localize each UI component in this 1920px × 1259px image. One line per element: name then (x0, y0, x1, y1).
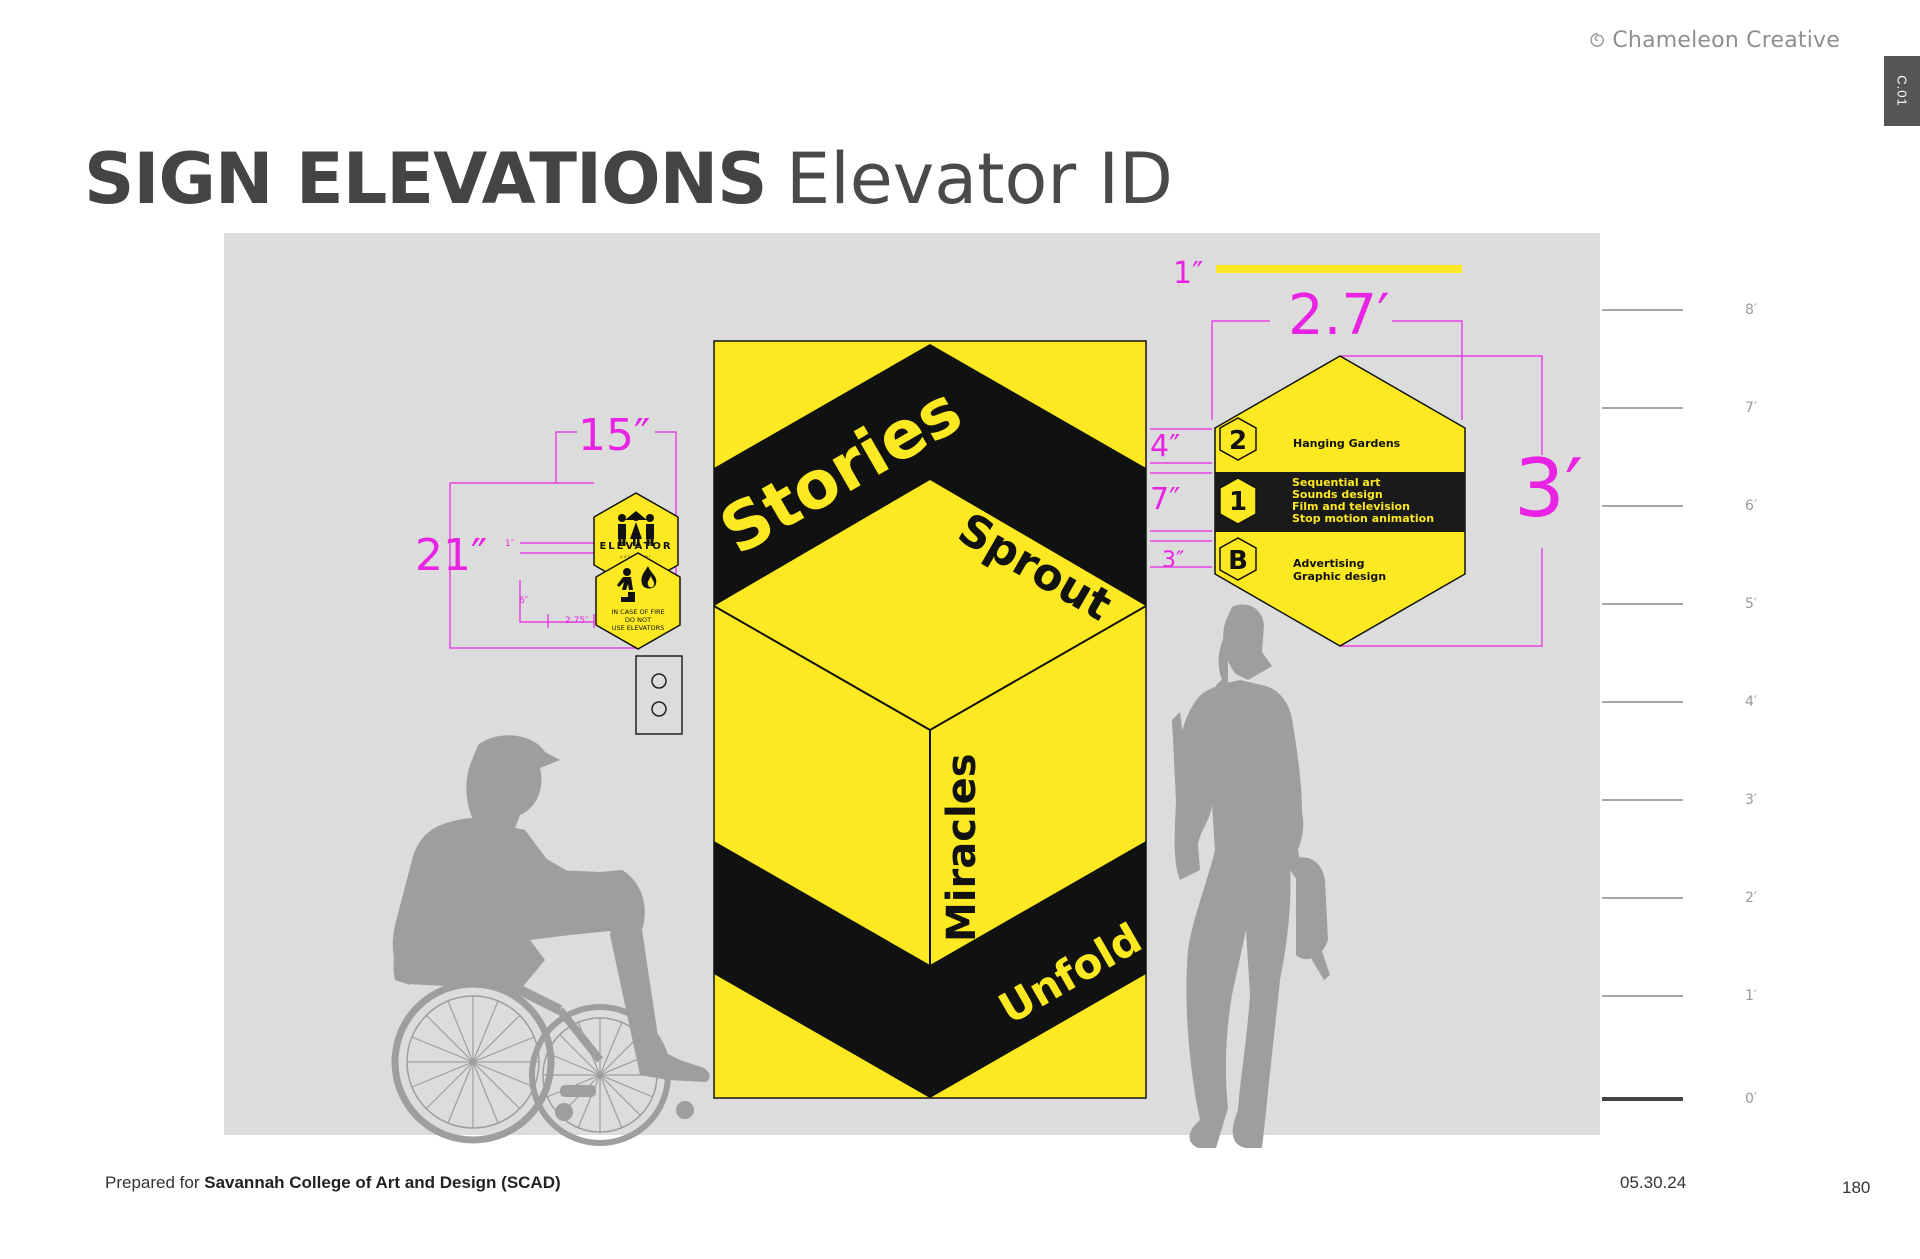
page-title: SIGN ELEVATIONS Elevator ID (84, 138, 1173, 220)
dimension-elevator-height: 21″ (415, 530, 487, 581)
id-sign-dimension-lines (1150, 320, 1543, 647)
brand-name: Chameleon Creative (1612, 27, 1840, 53)
floor-1-dept: Film and television (1292, 500, 1410, 513)
brand-lockup: Chameleon Creative (1590, 18, 1840, 62)
fire-hex-sign: IN CASE OF FIRE DO NOT USE ELEVATORS (595, 552, 681, 650)
scale-tick-label: 4′ (1745, 694, 1757, 710)
people-icon (618, 513, 654, 546)
dimension-elevator-small-a: 1″ (505, 539, 515, 549)
floor-b-dept: Graphic design (1293, 570, 1386, 583)
fire-sign-line3: USE ELEVATORS (612, 624, 665, 632)
dimension-row2-height: 7″ (1150, 482, 1180, 517)
section-tab: C.01 (1884, 56, 1920, 126)
scale-tick-label: 6′ (1745, 498, 1757, 514)
dimension-row1-height: 4″ (1150, 429, 1180, 464)
scale-tick-label: 2′ (1745, 890, 1757, 906)
scale-tick-label: 3′ (1745, 792, 1757, 808)
fire-stairs-icon (614, 566, 657, 602)
floor-number-1: 1 (1229, 487, 1247, 517)
dimension-row3-height: 3″ (1162, 548, 1184, 573)
scale-tick-label: 5′ (1745, 596, 1757, 612)
call-button-plate (635, 655, 683, 735)
footer-client: Savannah College of Art and Design (SCAD… (204, 1173, 561, 1192)
swirl-logo-icon (1590, 33, 1605, 47)
scale-tick-label: 1′ (1745, 988, 1757, 1004)
floor-badge-b (1219, 537, 1257, 581)
floor-1-dept: Sounds design (1292, 488, 1383, 501)
dimension-elevator-width: 15″ (578, 410, 650, 461)
footer-prepared-for: Prepared for Savannah College of Art and… (105, 1173, 561, 1193)
scale-tick-label: 8′ (1745, 302, 1757, 318)
dimension-id-thickness: 1″ (1173, 256, 1203, 291)
floor-1-dept: Stop motion animation (1292, 512, 1434, 525)
floor-b-dept: Advertising (1293, 557, 1365, 570)
footer-prefix: Prepared for (105, 1173, 200, 1192)
elevator-dimension-lines (449, 431, 677, 649)
fire-sign-line2: DO NOT (625, 616, 651, 624)
standing-woman-silhouette (1172, 604, 1330, 1148)
page-title-sub: Elevator ID (786, 138, 1173, 220)
footer-date: 05.30.24 (1620, 1173, 1687, 1192)
dimension-elevator-small-b: 6″ (519, 596, 529, 606)
floor-number-2: 2 (1229, 426, 1247, 456)
elevator-sign-label: ELEVATOR (599, 541, 672, 552)
chevron-band-top (714, 344, 1146, 606)
call-button-up (651, 673, 667, 689)
mural-word-miracles: Miracles (939, 753, 985, 942)
floor-1-dept: Sequential art (1292, 476, 1381, 489)
floor-badge-2 (1219, 417, 1257, 461)
id-directory-sign: 2 1 B Hanging Gardens Sequential art Sou… (1214, 355, 1466, 647)
height-scale: 8′ 7′ 6′ 5′ 4′ 3′ 2′ 1′ 0′ (1602, 302, 1757, 1107)
dimension-id-width: 2.7′ (1288, 283, 1390, 348)
floor-2-dept: Hanging Gardens (1293, 437, 1401, 450)
page-title-main: SIGN ELEVATIONS (84, 138, 768, 220)
wheelchair-user-silhouette (391, 735, 710, 1146)
scale-tick-label: 0′ (1745, 1091, 1757, 1107)
page-number: 180 (1842, 1178, 1871, 1197)
call-button-down (651, 701, 667, 717)
dimension-id-height: 3′ (1514, 442, 1583, 535)
floor-number-b: B (1228, 546, 1248, 576)
fire-sign-line1: IN CASE OF FIRE (611, 608, 664, 616)
dimension-elevator-small-c: 2.75″ (565, 616, 589, 626)
scale-tick-label: 7′ (1745, 400, 1757, 416)
chevron-band-bottom (714, 841, 1146, 1098)
floor-badge-1 (1219, 477, 1257, 525)
mural-panel: Stories Sprout Miracles Unfold (708, 340, 1150, 1099)
